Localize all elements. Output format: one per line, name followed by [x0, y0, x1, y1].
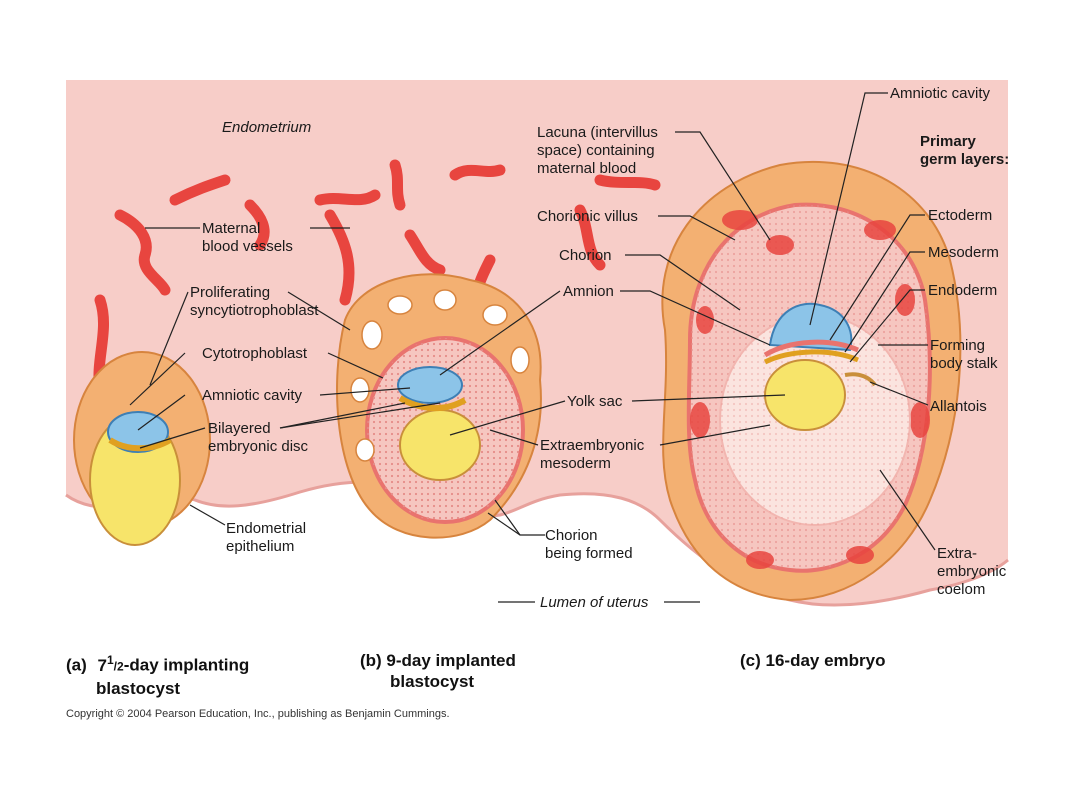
allantois-label: Allantois — [930, 398, 987, 415]
caption-a-letter: (a) — [66, 655, 87, 675]
maternal-blood-vessels-line1: Maternal — [202, 220, 261, 237]
amniotic-cavity-c-label: Amniotic cavity — [890, 85, 991, 102]
ectoderm-label: Ectoderm — [928, 207, 993, 224]
lumen-of-uterus-label: Lumen of uterus — [540, 594, 649, 611]
endoderm-label: Endoderm — [928, 282, 998, 299]
maternal-blood-vessels-label: Maternal blood vessels — [202, 220, 293, 256]
caption-a-frac-num: 1 — [106, 653, 114, 667]
amnion-label: Amnion — [563, 283, 614, 300]
chorionic-villus-label: Chorionic villus — [537, 208, 638, 225]
chorion-forming-line2: being formed — [545, 545, 633, 562]
chorion-label: Chorion — [559, 247, 612, 264]
blastocyst-a — [73, 351, 211, 546]
caption-c: (c) 16-day embryo — [740, 650, 886, 671]
coelom-line1: Extra- — [937, 545, 978, 562]
caption-b-line2: blastocyst — [390, 672, 475, 691]
endometrial-epithelium-line2: epithelium — [226, 538, 295, 555]
embryo-c — [661, 160, 962, 602]
primary-germ-layers-label: Primary germ layers: — [920, 133, 1009, 169]
caption-b: (b) 9-day implanted blastocyst — [360, 650, 516, 692]
caption-a-frac-den: /2 — [113, 659, 124, 674]
mesoderm-label: Mesoderm — [928, 244, 999, 261]
extraembryonic-line1: Extraembryonic — [540, 437, 645, 454]
proliferating-line2: syncytiotrophoblast — [190, 302, 319, 319]
primary-germ-layers-line2: germ layers: — [920, 151, 1010, 168]
coelom-line2: embryonic — [937, 563, 1007, 580]
proliferating-syncytiotrophoblast-label: Proliferating syncytiotrophoblast — [190, 284, 318, 320]
chorion-being-formed-label: Chorion being formed — [545, 527, 633, 563]
coelom-line3: coelom — [937, 581, 986, 598]
lacuna-line2: space) containing — [537, 142, 655, 159]
primary-germ-layers-line1: Primary — [920, 133, 976, 150]
forming-body-stalk-line1: Forming — [930, 337, 986, 354]
extra-embryonic-coelom-label: Extra- embryonic coelom — [937, 545, 1006, 599]
bilayered-line1: Bilayered — [208, 420, 271, 437]
lacuna-line3: maternal blood — [537, 160, 637, 177]
bilayered-embryonic-disc-label: Bilayered embryonic disc — [208, 420, 308, 456]
endometrium-label: Endometrium — [222, 119, 312, 136]
yolk-sac-label: Yolk sac — [567, 393, 623, 410]
endometrial-epithelium-label: Endometrial epithelium — [226, 520, 306, 556]
amniotic-cavity-a-label: Amniotic cavity — [202, 387, 303, 404]
caption-a: (a) 71/2-day implanting blastocyst — [66, 650, 249, 699]
forming-body-stalk-line2: body stalk — [930, 355, 998, 372]
proliferating-line1: Proliferating — [190, 284, 271, 301]
lacuna-line1: Lacuna (intervillus — [537, 124, 658, 141]
leader-lines — [129, 92, 936, 603]
forming-body-stalk-label: Forming body stalk — [930, 337, 998, 373]
bilayered-line2: embryonic disc — [208, 438, 309, 455]
caption-a-day: 7 — [97, 655, 107, 675]
lacuna-label: Lacuna (intervillus space) containing ma… — [537, 124, 658, 178]
copyright-notice: Copyright © 2004 Pearson Education, Inc.… — [66, 708, 450, 720]
endometrial-epithelium-line — [65, 480, 1009, 607]
caption-b-line1: (b) 9-day implanted — [360, 651, 516, 670]
extraembryonic-mesoderm-label: Extraembryonic mesoderm — [540, 437, 644, 473]
extraembryonic-line2: mesoderm — [540, 455, 611, 472]
endometrial-epithelium-line1: Endometrial — [226, 520, 307, 537]
caption-a-line2: blastocyst — [96, 678, 181, 698]
chorion-forming-line1: Chorion — [545, 527, 598, 544]
cytotrophoblast-label: Cytotrophoblast — [202, 345, 308, 362]
maternal-blood-vessels-line2: blood vessels — [202, 238, 293, 255]
caption-c-line1: (c) 16-day embryo — [740, 651, 886, 670]
caption-a-rest: -day implanting — [123, 655, 250, 675]
